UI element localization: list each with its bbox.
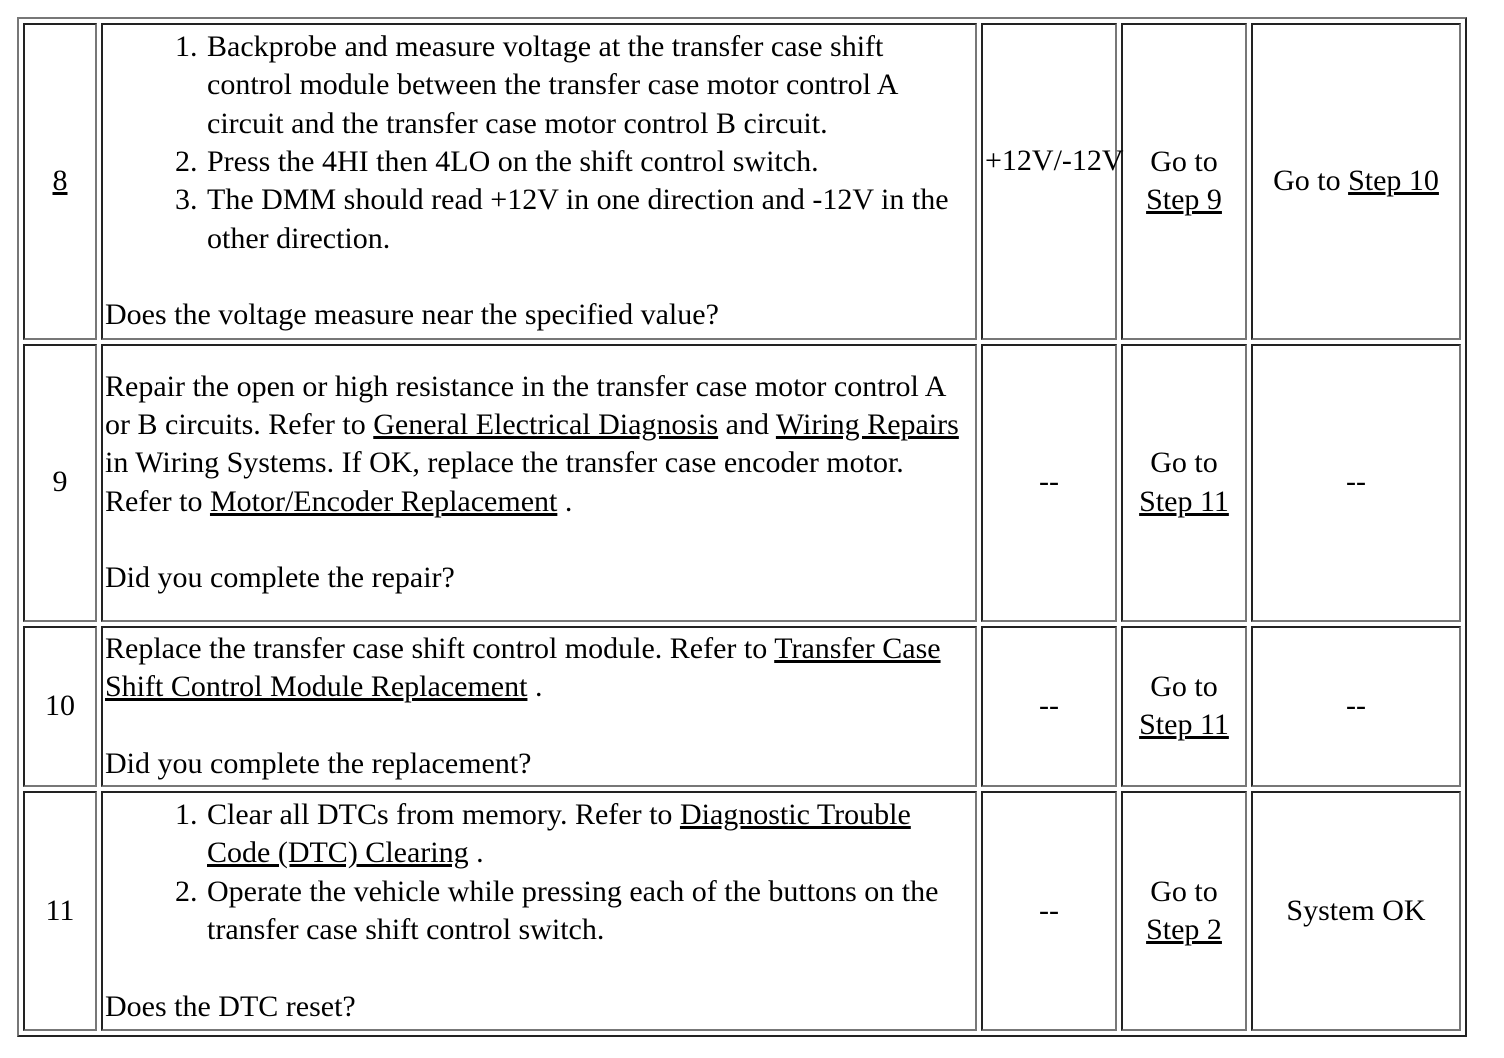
step-number-cell: 8 [23, 23, 97, 340]
value-text: -- [1039, 893, 1059, 927]
action-cell: Backprobe and measure voltage at the tra… [101, 23, 977, 340]
yes-cell: Go to Step 9 [1121, 23, 1247, 340]
yes-prefix: Go to [1150, 670, 1218, 703]
ref-link[interactable]: Wiring Repairs [775, 408, 959, 442]
step-number: 9 [52, 465, 68, 499]
table-row: 10 Replace the transfer case shift contr… [23, 625, 1461, 788]
action-text: . [527, 670, 543, 704]
no-prefix: Go to [1273, 164, 1349, 198]
no-text: -- [1346, 465, 1366, 499]
ref-link[interactable]: Motor/Encoder Replacement [209, 484, 558, 518]
instruction-item: Backprobe and measure voltage at the tra… [205, 28, 973, 143]
instruction-item: Press the 4HI then 4LO on the shift cont… [205, 143, 973, 181]
question-text: Does the DTC reset? [105, 989, 356, 1023]
step-number-cell: 11 [23, 791, 97, 1031]
action-text: Replace the transfer case shift control … [105, 631, 775, 665]
step-number-cell: 9 [23, 343, 97, 622]
ref-link[interactable]: Transfer Case Shift Control Module Repla… [105, 631, 941, 704]
instruction-list: Backprobe and measure voltage at the tra… [105, 28, 973, 258]
no-cell: -- [1251, 343, 1461, 622]
step-number-cell: 10 [23, 625, 97, 788]
no-cell: System OK [1251, 791, 1461, 1031]
no-cell: -- [1251, 625, 1461, 788]
instruction-text: Clear all DTCs from memory. Refer to [207, 798, 680, 831]
question-text: Did you complete the repair? [105, 561, 455, 595]
ref-link[interactable]: General Electrical Diagnosis [373, 408, 719, 442]
question-text: Did you complete the replacement? [105, 746, 532, 780]
action-cell: Clear all DTCs from memory. Refer to Dia… [101, 791, 977, 1031]
value-text: -- [1039, 465, 1059, 499]
yes-prefix: Go to [1150, 874, 1218, 908]
yes-cell: Go to Step 11 [1121, 343, 1247, 622]
no-text: -- [1346, 689, 1366, 723]
instruction-item: Clear all DTCs from memory. Refer to Dia… [205, 796, 973, 873]
yes-step-link[interactable]: Step 9 [1146, 183, 1222, 217]
yes-prefix: Go to [1150, 446, 1218, 480]
value-cell: -- [981, 791, 1117, 1031]
value-text: -- [1039, 689, 1059, 723]
step-link-8[interactable]: 8 [52, 164, 68, 198]
diagnostic-table: 8 Backprobe and measure voltage at the t… [17, 17, 1467, 1037]
action-text: Repair the open or high resistance in th… [105, 369, 945, 442]
value-cell: +12V/-12V [981, 23, 1124, 340]
no-cell: Go to Step 10 [1251, 23, 1461, 340]
instruction-text: . [468, 836, 484, 870]
step-number: 10 [45, 689, 75, 723]
question-text: Does the voltage measure near the specif… [105, 298, 719, 332]
instruction-item: Operate the vehicle while pressing each … [205, 873, 973, 950]
yes-step-link[interactable]: Step 11 [1139, 708, 1229, 742]
value-cell: -- [981, 343, 1117, 622]
action-text: and [718, 408, 776, 442]
table-row: 9 Repair the open or high resistance in … [23, 343, 1461, 622]
ref-link[interactable]: Diagnostic Trouble Code (DTC) Clearing [207, 798, 911, 870]
action-cell: Replace the transfer case shift control … [101, 625, 977, 788]
yes-cell: Go to Step 2 [1121, 791, 1247, 1031]
instruction-item: The DMM should read +12V in one directio… [205, 181, 973, 258]
value-text: +12V/-12V [985, 144, 1124, 177]
action-cell: Repair the open or high resistance in th… [101, 343, 977, 622]
yes-step-link[interactable]: Step 11 [1139, 484, 1229, 518]
action-text: . [557, 484, 573, 518]
yes-step-link[interactable]: Step 2 [1146, 913, 1222, 947]
no-step-link[interactable]: Step 10 [1348, 164, 1439, 198]
action-text: in Wiring Systems. If OK, replace the tr… [105, 446, 904, 518]
instruction-list: Clear all DTCs from memory. Refer to Dia… [105, 796, 973, 950]
yes-prefix: Go to [1150, 144, 1218, 178]
table-row: 11 Clear all DTCs from memory. Refer to … [23, 791, 1461, 1031]
value-cell: -- [981, 625, 1117, 788]
no-text: System OK [1286, 893, 1426, 927]
step-number: 11 [45, 893, 75, 927]
yes-cell: Go to Step 11 [1121, 625, 1247, 788]
table-row: 8 Backprobe and measure voltage at the t… [23, 23, 1461, 340]
